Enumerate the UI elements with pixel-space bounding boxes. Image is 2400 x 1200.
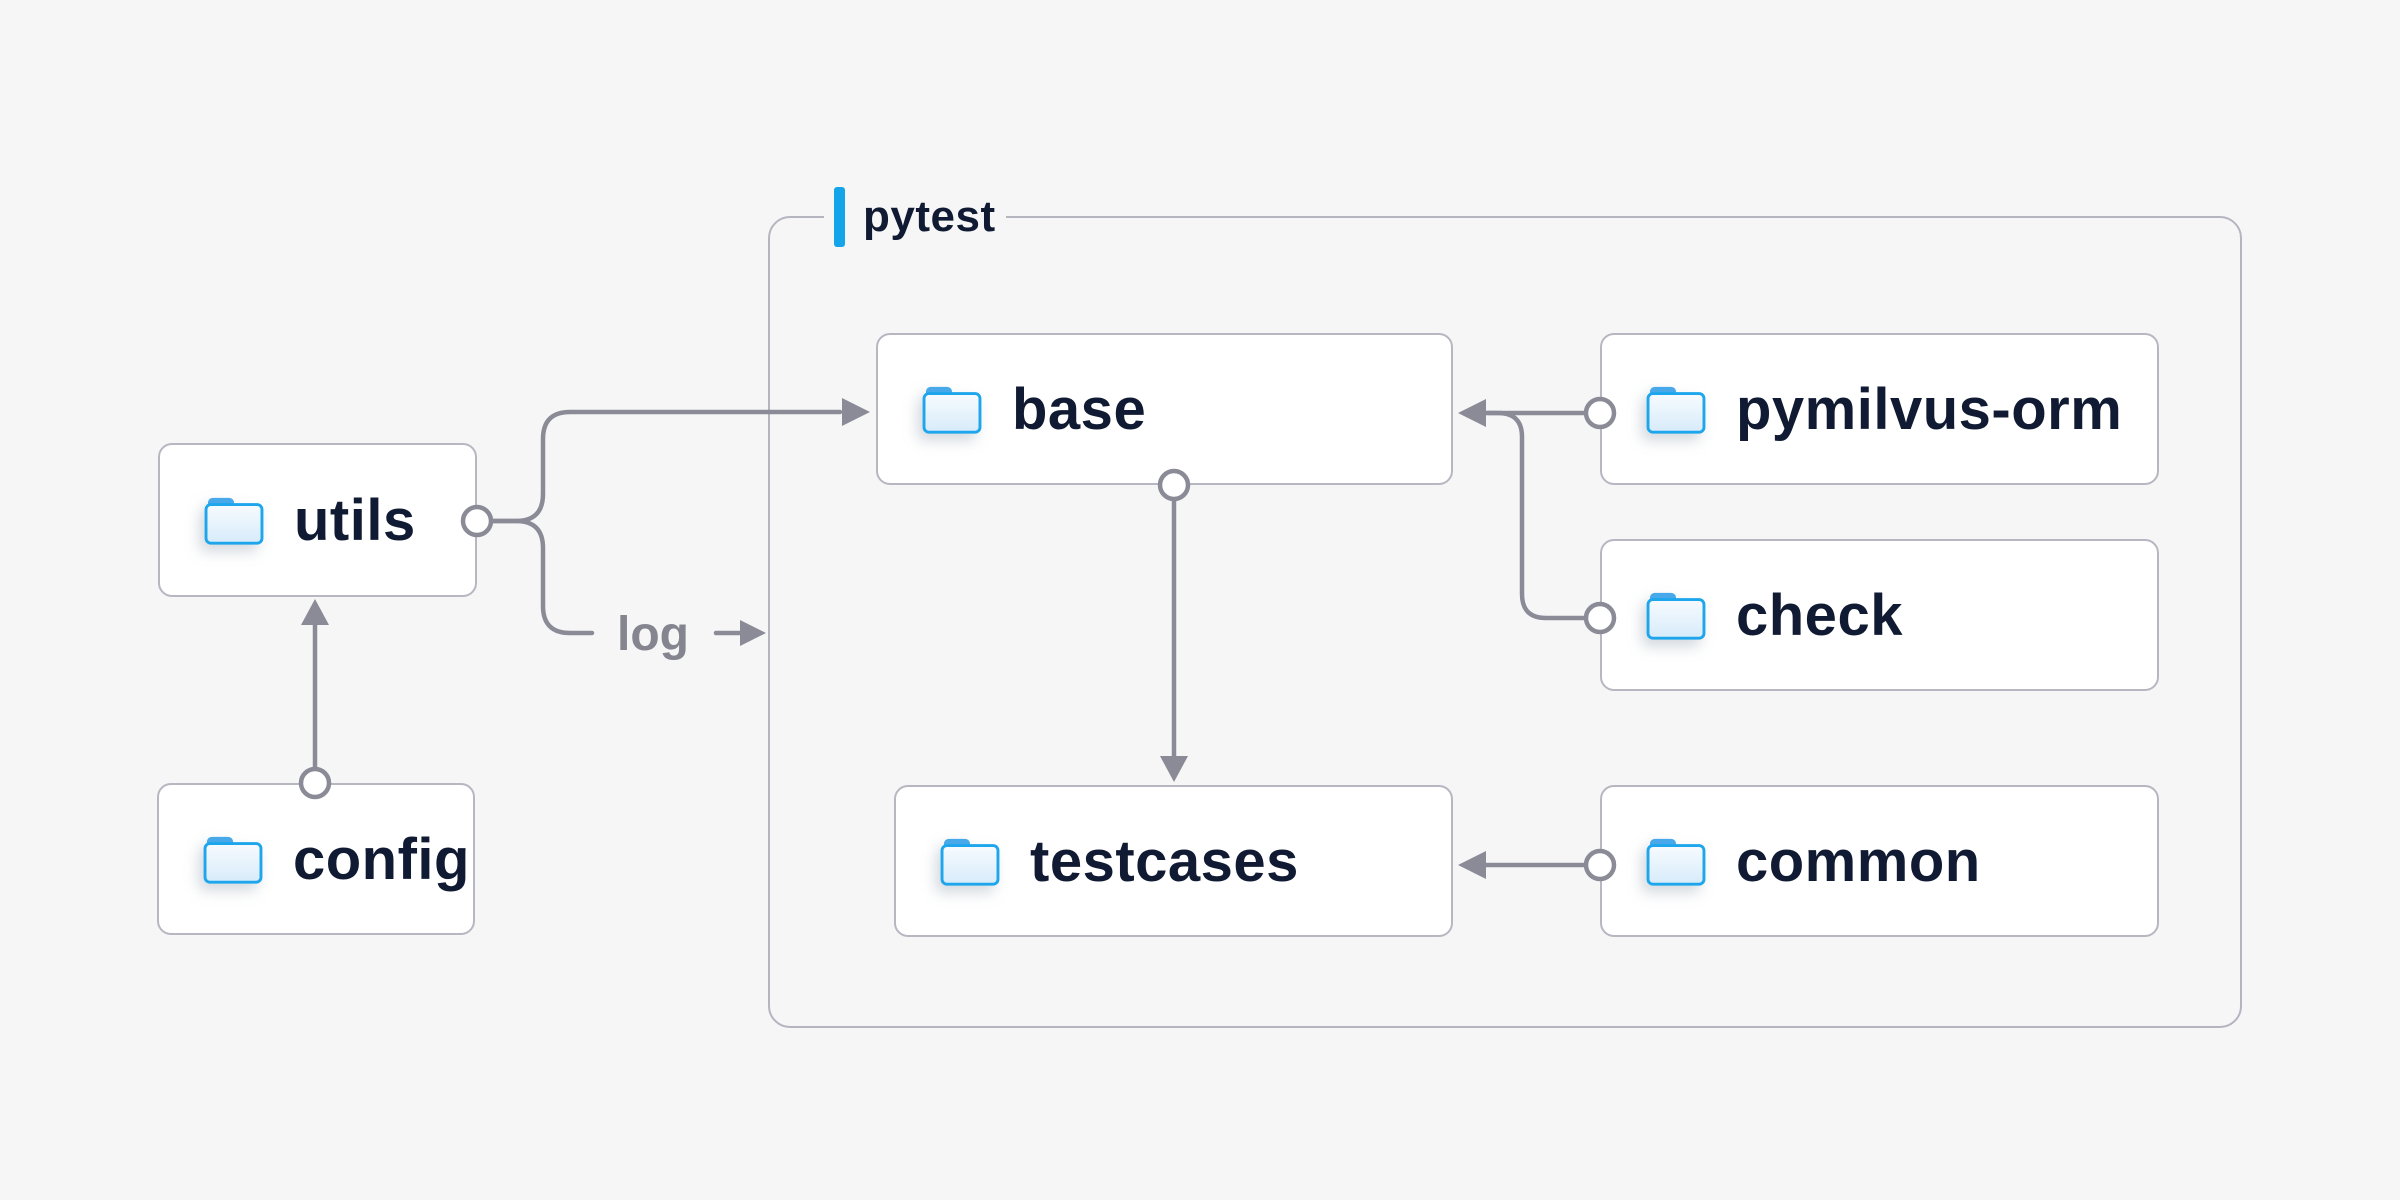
node-common: common (1600, 785, 2159, 937)
folder-icon (922, 386, 982, 434)
arrowhead-icon (301, 599, 329, 625)
folder-icon (1646, 592, 1706, 640)
folder-icon (204, 497, 264, 545)
node-testcases: testcases (894, 785, 1453, 937)
node-utils: utils (158, 443, 477, 597)
node-label: utils (294, 487, 416, 553)
node-label: pymilvus-orm (1736, 376, 2123, 442)
node-label: testcases (1030, 828, 1299, 894)
node-label: base (1012, 376, 1147, 442)
edge-line (488, 518, 595, 636)
node-check: check (1600, 539, 2159, 691)
edge-utils-to-log: log (460, 504, 766, 661)
node-label: check (1736, 582, 1903, 648)
group-pytest: pytest (768, 186, 2242, 1028)
node-base: base (876, 333, 1453, 485)
edge-config-to-utils (298, 599, 332, 800)
group-pytest-label: pytest (824, 186, 1006, 248)
node-pymilvus-orm: pymilvus-orm (1600, 333, 2159, 485)
arrowhead-icon (740, 620, 766, 646)
node-label: config (293, 826, 470, 892)
node-config: config (157, 783, 475, 935)
group-title: pytest (863, 192, 996, 241)
folder-icon (1646, 838, 1706, 886)
folder-icon (1646, 386, 1706, 434)
accent-bar-icon (834, 187, 845, 247)
folder-icon (203, 836, 263, 884)
edge-label-log: log (617, 608, 689, 661)
folder-icon (940, 838, 1000, 886)
node-label: common (1736, 828, 1981, 894)
